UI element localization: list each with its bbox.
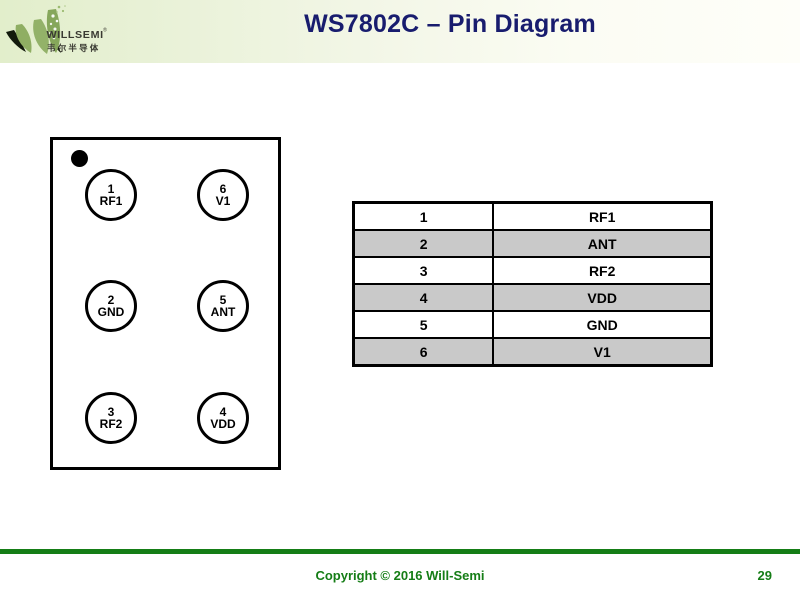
pad-pin-1: 1 RF1 — [85, 169, 137, 221]
pin-number-cell: 6 — [352, 337, 495, 367]
table-row: 2 ANT — [352, 229, 713, 258]
pad-number: 2 — [107, 292, 115, 307]
logo-wordmark-text: WILLSEMI — [46, 29, 104, 41]
pin-number-cell: 5 — [352, 310, 495, 339]
pad-label: RF2 — [99, 417, 123, 431]
package-outline: 1 RF1 2 GND 3 RF2 6 V1 5 ANT 4 VDD — [50, 137, 281, 470]
pin1-indicator-dot — [71, 150, 88, 167]
table-row: 4 VDD — [352, 283, 713, 312]
pin-name-cell: RF2 — [492, 256, 713, 285]
slide-header: WILLSEMI® 韦尔半导体 WS7802C – Pin Diagram — [0, 0, 800, 63]
table-row: 6 V1 — [352, 337, 713, 367]
pad-number: 6 — [219, 181, 227, 196]
table-row: 1 RF1 — [352, 201, 713, 231]
pad-pin-5: 5 ANT — [197, 280, 249, 332]
pin-number-cell: 4 — [352, 283, 495, 312]
pad-number: 5 — [219, 292, 227, 307]
pad-pin-4: 4 VDD — [197, 392, 249, 444]
pad-label: V1 — [215, 194, 231, 208]
pad-number: 3 — [107, 404, 115, 419]
pad-label: VDD — [210, 417, 236, 431]
pad-number: 1 — [107, 181, 115, 196]
pad-label: GND — [97, 305, 125, 319]
page-title: WS7802C – Pin Diagram — [304, 10, 596, 38]
pin-name-cell: GND — [492, 310, 713, 339]
logo-wordmark: WILLSEMI® 韦尔半导体 — [46, 26, 125, 54]
footer-divider — [0, 549, 800, 554]
pad-label: RF1 — [99, 194, 123, 208]
pin-name-cell: RF1 — [492, 201, 713, 231]
table-row: 5 GND — [352, 310, 713, 339]
pin-name-cell: VDD — [492, 283, 713, 312]
pad-label: ANT — [210, 305, 236, 319]
registered-mark-icon: ® — [103, 27, 107, 34]
pin-name-cell: ANT — [492, 229, 713, 258]
pin-number-cell: 3 — [352, 256, 495, 285]
willsemi-leaf-logo — [4, 4, 126, 58]
pad-number: 4 — [219, 404, 227, 419]
page-number: 29 — [757, 568, 772, 583]
pin-number-cell: 1 — [352, 201, 495, 231]
table-row: 3 RF2 — [352, 256, 713, 285]
pad-pin-6: 6 V1 — [197, 169, 249, 221]
pin-assignment-table: 1 RF1 2 ANT 3 RF2 4 VDD 5 GND 6 V1 — [352, 201, 713, 367]
footer-copyright: Copyright © 2016 Will-Semi — [315, 568, 485, 583]
pin-name-cell: V1 — [492, 337, 713, 367]
pin-number-cell: 2 — [352, 229, 495, 258]
pad-pin-3: 3 RF2 — [85, 392, 137, 444]
logo-chinese-name: 韦尔半导体 — [47, 44, 101, 54]
pad-pin-2: 2 GND — [85, 280, 137, 332]
